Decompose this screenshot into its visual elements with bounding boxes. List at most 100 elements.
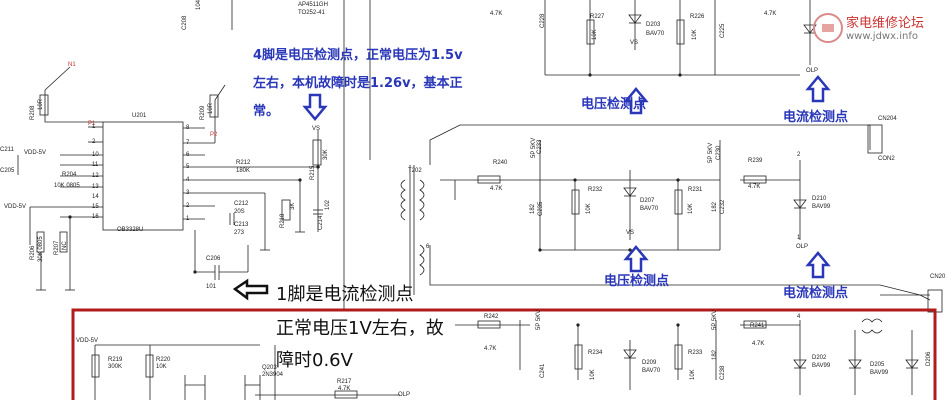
ic-pin-left-11: 11 <box>92 162 99 168</box>
label-d206: D206 <box>926 351 932 366</box>
label-t202: T202 <box>408 168 422 174</box>
label-c211: C211 <box>0 147 14 153</box>
left-arrow-icon <box>232 278 269 301</box>
label-r217-value: 4.7K <box>338 386 351 392</box>
ic-pin-left-1: 1 <box>92 124 96 130</box>
label-r218: R218 <box>280 213 286 228</box>
watermark-logo <box>813 13 843 43</box>
label-r233: R233 <box>688 350 703 356</box>
label-to252: TO252-41 <box>298 10 325 16</box>
label-r204: R204 <box>62 172 77 178</box>
pin4-note-line2: 左右，本机故障时是1.26v，基本正 <box>253 76 463 91</box>
pin1-box-line2: 障时0.6V <box>276 350 353 371</box>
label-r209: R209 <box>200 105 206 120</box>
label-cn20: CN20 <box>930 274 946 280</box>
label-r219-value: 300K <box>108 364 123 370</box>
label-c206: C206 <box>206 256 221 262</box>
voltage-detect-mid: 电压检测点 <box>604 274 670 289</box>
label-5p5kv-c: 5P 5KV <box>536 309 542 330</box>
net-vdd5v-b: VDD-5V <box>4 204 27 210</box>
label-c233: C233 <box>537 139 543 154</box>
label-pin2a: 2 <box>797 152 801 158</box>
label-r217: R217 <box>337 379 352 385</box>
label-104: 104 <box>196 0 202 10</box>
label-q203: Q203 <box>262 365 277 371</box>
label-c232-value: 182 <box>712 201 718 212</box>
net-olp-mid: OLP <box>796 244 809 250</box>
label-r234: R234 <box>588 350 603 356</box>
label-c206-value: 101 <box>206 284 217 290</box>
label-r207-value: NC <box>62 241 68 250</box>
ic-pin-left-2: 2 <box>92 139 96 145</box>
label-r208-value: 10R <box>38 98 44 110</box>
watermark-url: www.jdwx.info <box>846 31 918 42</box>
net-vs-top: VS <box>630 40 639 46</box>
label-c241: C241 <box>540 363 546 378</box>
net-vdd5v-c: VDD-5V <box>76 338 99 344</box>
label-c212-value: 20S <box>234 209 245 215</box>
label-r241-value: 4.7K <box>752 341 765 347</box>
label-d207: D207 <box>640 198 655 204</box>
pin4-note-line3: 常。 <box>253 104 280 119</box>
net-n1: N1 <box>68 62 76 68</box>
ic-pin-right-6: 6 <box>186 152 190 158</box>
label-d210-value: BAV99 <box>812 204 831 210</box>
label-r234-value: 10K <box>590 369 596 380</box>
net-vdd5v-a: VDD-5V <box>24 150 47 156</box>
label-c214: C214 <box>318 215 324 230</box>
label-r226: R226 <box>690 14 705 20</box>
label-c238: C238 <box>720 365 726 380</box>
ic-part: OB3328U <box>117 227 144 233</box>
label-r207: R207 <box>54 240 60 255</box>
label-c230: C230 <box>716 145 722 160</box>
label-r232: R232 <box>588 187 603 193</box>
label-c212: C212 <box>234 201 249 207</box>
label-pin1a: 1 <box>797 235 801 241</box>
net-vs-mid: VS <box>626 230 635 236</box>
current-detect-mid: 电流检测点 <box>783 286 849 301</box>
ic-name: U201 <box>132 113 147 119</box>
ic-pin-right-7: 7 <box>186 140 190 146</box>
label-4k7-b: 4.7K <box>764 11 777 17</box>
down-arrow-icon <box>302 93 328 121</box>
label-d207-value: BAV70 <box>640 206 659 212</box>
label-r240-value: 4.7K <box>490 186 503 192</box>
label-r231: R231 <box>688 187 703 193</box>
ic-pin-left-16: 16 <box>92 214 99 220</box>
pin1-note: 1脚是电流检测点 <box>276 284 414 305</box>
label-r227-value: 10K <box>592 29 598 40</box>
label-r209-value: 10R <box>208 102 214 114</box>
label-q203-value: 2N3904 <box>262 372 284 378</box>
label-r227: R227 <box>590 14 605 20</box>
current-detect-top: 电流检测点 <box>783 110 849 125</box>
ic-pin-left-13: 13 <box>92 184 99 190</box>
ic-pin-right-5: 5 <box>186 164 190 170</box>
label-c230-value: 5P 5KV <box>708 142 714 163</box>
ic-pin-left-12: 12 <box>92 173 99 179</box>
label-r242-value: 4.7K <box>484 346 497 352</box>
ic-pin-left-10: 10 <box>92 152 99 158</box>
label-c214-value: 102 <box>325 199 331 210</box>
net-p2: P2 <box>210 132 218 138</box>
label-ap4511gh: AP4511GH <box>298 2 328 8</box>
ic-pin-right-8: 8 <box>186 125 190 131</box>
label-c205: C205 <box>0 168 15 174</box>
label-c213-value: 273 <box>234 230 245 236</box>
label-c208: C208 <box>182 15 188 30</box>
ic-pin-right-2: 2 <box>186 203 190 209</box>
label-r241: R241 <box>750 323 765 329</box>
label-c213: C213 <box>234 222 249 228</box>
label-r204-value: 10K 0805 <box>54 183 80 189</box>
label-r242: R242 <box>484 314 499 320</box>
label-r206: R206 <box>30 245 36 260</box>
label-c238-value: 182 <box>712 349 718 360</box>
label-c232: C232 <box>720 199 726 214</box>
ic-pin-right-4: 4 <box>186 177 190 183</box>
label-d209: D209 <box>642 360 657 366</box>
net-vs: VS <box>312 126 321 132</box>
label-r212-value: 180K <box>236 168 251 174</box>
label-4k7-a: 4.7K <box>490 11 503 17</box>
label-r231-value: 10K <box>688 203 694 214</box>
label-con2: CON2 <box>878 156 895 162</box>
